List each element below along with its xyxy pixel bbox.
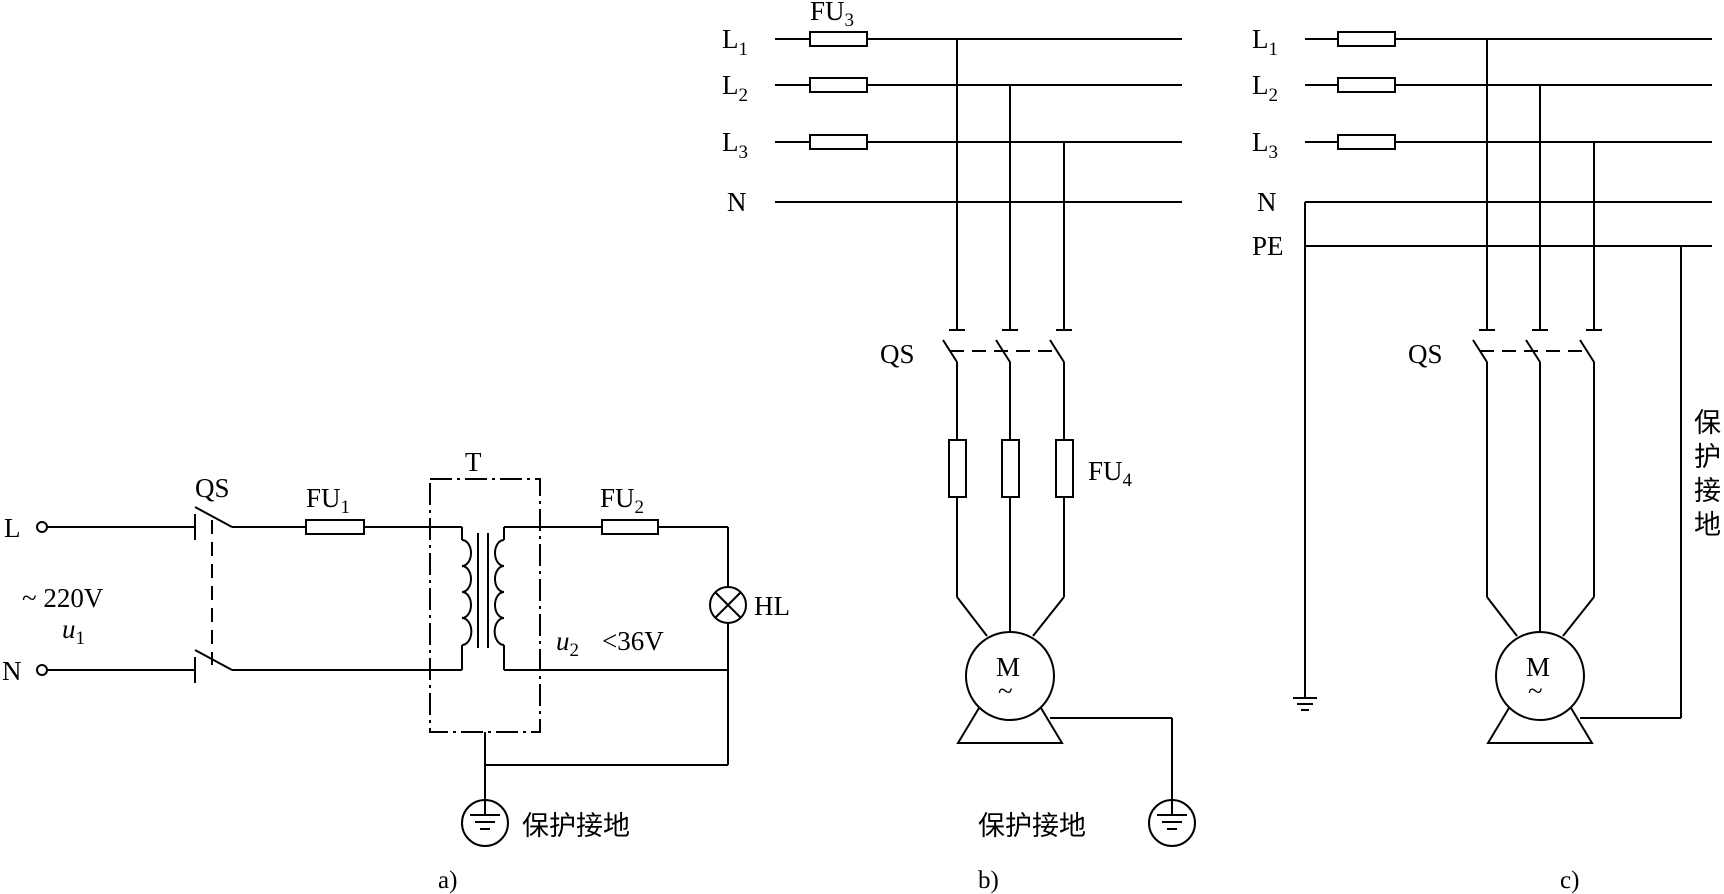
fuse-fu1 [305, 519, 365, 535]
fuse-fu3-l1 [809, 31, 868, 47]
fuse-fu4-1 [948, 439, 967, 498]
qs-blade-c3 [1579, 339, 1595, 363]
motor-b [965, 631, 1055, 721]
panel-c: L1 L2 L3 N PE QS M ~ 保 [1252, 24, 1721, 894]
fuse-c-l2 [1337, 77, 1396, 93]
motor-tilde-b: ~ [998, 676, 1013, 706]
label-fu3: FU3 [810, 0, 854, 31]
transformer-enclosure [429, 478, 541, 733]
fuse-c-l1 [1337, 31, 1396, 47]
label-ground-c-4: 地 [1694, 510, 1721, 541]
qs-blade-b3 [1049, 339, 1065, 363]
label-qs-b: QS [880, 339, 915, 369]
label-l2-c: L2 [1252, 70, 1278, 106]
label-l3-b: L3 [722, 127, 748, 163]
label-qs-c: QS [1408, 339, 1443, 369]
motor-tilde-c: ~ [1528, 676, 1543, 706]
transformer-primary-coil [461, 539, 473, 646]
fuse-c-l3 [1337, 134, 1396, 150]
terminal-n [36, 664, 48, 676]
caption-c: c) [1560, 867, 1579, 894]
fuse-fu4-3 [1055, 439, 1074, 498]
motor-c [1495, 631, 1585, 721]
terminal-l [36, 521, 48, 533]
fuse-fu2 [601, 519, 659, 535]
label-qs-a: QS [195, 473, 230, 503]
label-u2-limit: <36V [602, 626, 664, 656]
label-fu1: FU1 [306, 483, 350, 518]
qs-blade-top [194, 506, 233, 528]
label-n-b: N [727, 187, 747, 217]
motor-label-c: M [1526, 652, 1550, 682]
panel-a: L N QS FU1 ~ 220V u1 T [2, 447, 790, 894]
label-voltage: ~ 220V [22, 583, 104, 613]
label-l1-c: L1 [1252, 24, 1278, 60]
label-ground-c-1: 保 [1694, 408, 1721, 439]
transformer-secondary-coil [493, 539, 505, 646]
label-ground-c-2: 护 [1694, 442, 1721, 473]
label-ground-b: 保护接地 [978, 811, 1086, 842]
qs-blade-bottom [194, 649, 233, 671]
fuse-fu3-l3 [809, 134, 868, 150]
label-l1-b: L1 [722, 24, 748, 60]
label-l: L [4, 513, 21, 543]
label-u2: u2 [556, 626, 579, 661]
label-n-c: N [1257, 187, 1277, 217]
panel-b: FU3 L1 L2 L3 N QS FU4 [722, 0, 1196, 894]
label-l3-c: L3 [1252, 127, 1278, 163]
label-fu4: FU4 [1088, 456, 1133, 491]
caption-a: a) [438, 867, 457, 894]
label-t: T [465, 447, 482, 477]
label-fu2: FU2 [600, 483, 644, 518]
motor-label-b: M [996, 652, 1020, 682]
label-ground-c-3: 接 [1694, 476, 1721, 507]
label-u1: u1 [62, 614, 85, 649]
label-n: N [2, 656, 22, 686]
label-hl: HL [754, 591, 790, 621]
fuse-fu3-l2 [809, 77, 868, 93]
label-ground-a: 保护接地 [522, 811, 630, 842]
caption-b: b) [978, 867, 999, 894]
fuse-fu4-2 [1001, 439, 1020, 498]
label-l2-b: L2 [722, 70, 748, 106]
label-pe-c: PE [1252, 231, 1284, 261]
